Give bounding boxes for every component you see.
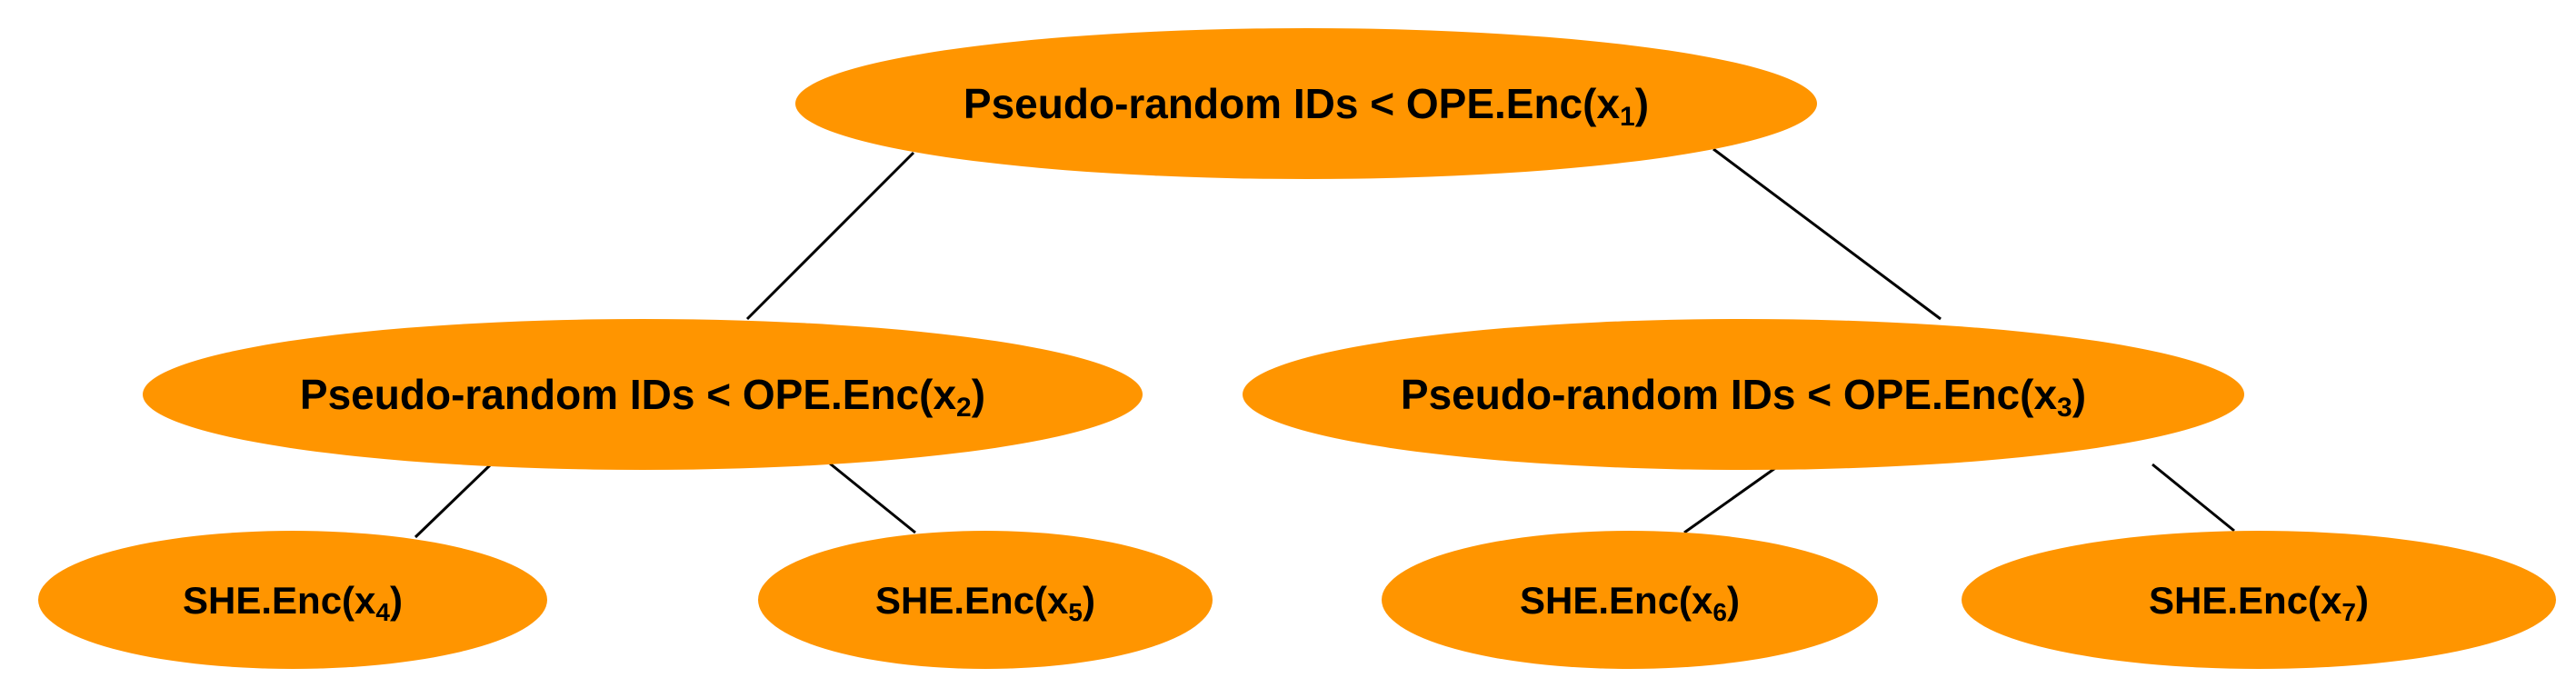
edge-n2-n5: [829, 462, 916, 534]
node-ellipse: [143, 319, 1143, 470]
node-ellipse: [758, 531, 1213, 669]
node-ellipse: [1962, 531, 2556, 669]
node-label: SHE.Enc(x5): [875, 579, 1095, 626]
edge-n2-n4: [414, 463, 493, 539]
node-label: Pseudo-random IDs < OPE.Enc(x2): [300, 371, 985, 423]
node-n2: Pseudo-random IDs < OPE.Enc(x2): [143, 319, 1143, 470]
node-n5: SHE.Enc(x5): [758, 531, 1213, 669]
node-label: Pseudo-random IDs < OPE.Enc(x3): [1401, 371, 2086, 423]
node-label: Pseudo-random IDs < OPE.Enc(x1): [964, 80, 1649, 132]
node-label: SHE.Enc(x7): [2149, 579, 2369, 626]
node-ellipse: [1382, 531, 1878, 669]
node-n4: SHE.Enc(x4): [38, 531, 547, 669]
edge-n3-n7: [2152, 463, 2235, 533]
node-n3: Pseudo-random IDs < OPE.Enc(x3): [1243, 319, 2244, 470]
node-label: SHE.Enc(x4): [183, 579, 403, 626]
node-ellipse: [1243, 319, 2244, 470]
node-label: SHE.Enc(x6): [1520, 579, 1740, 626]
node-n6: SHE.Enc(x6): [1382, 531, 1878, 669]
edge-n1-n3: [1712, 147, 1942, 321]
edges: [414, 147, 2235, 539]
node-ellipse: [795, 28, 1817, 179]
node-ellipse: [38, 531, 547, 669]
edge-n1-n2: [745, 151, 915, 321]
node-n7: SHE.Enc(x7): [1962, 531, 2556, 669]
edge-n3-n6: [1683, 460, 1785, 534]
node-n1: Pseudo-random IDs < OPE.Enc(x1): [795, 28, 1817, 179]
